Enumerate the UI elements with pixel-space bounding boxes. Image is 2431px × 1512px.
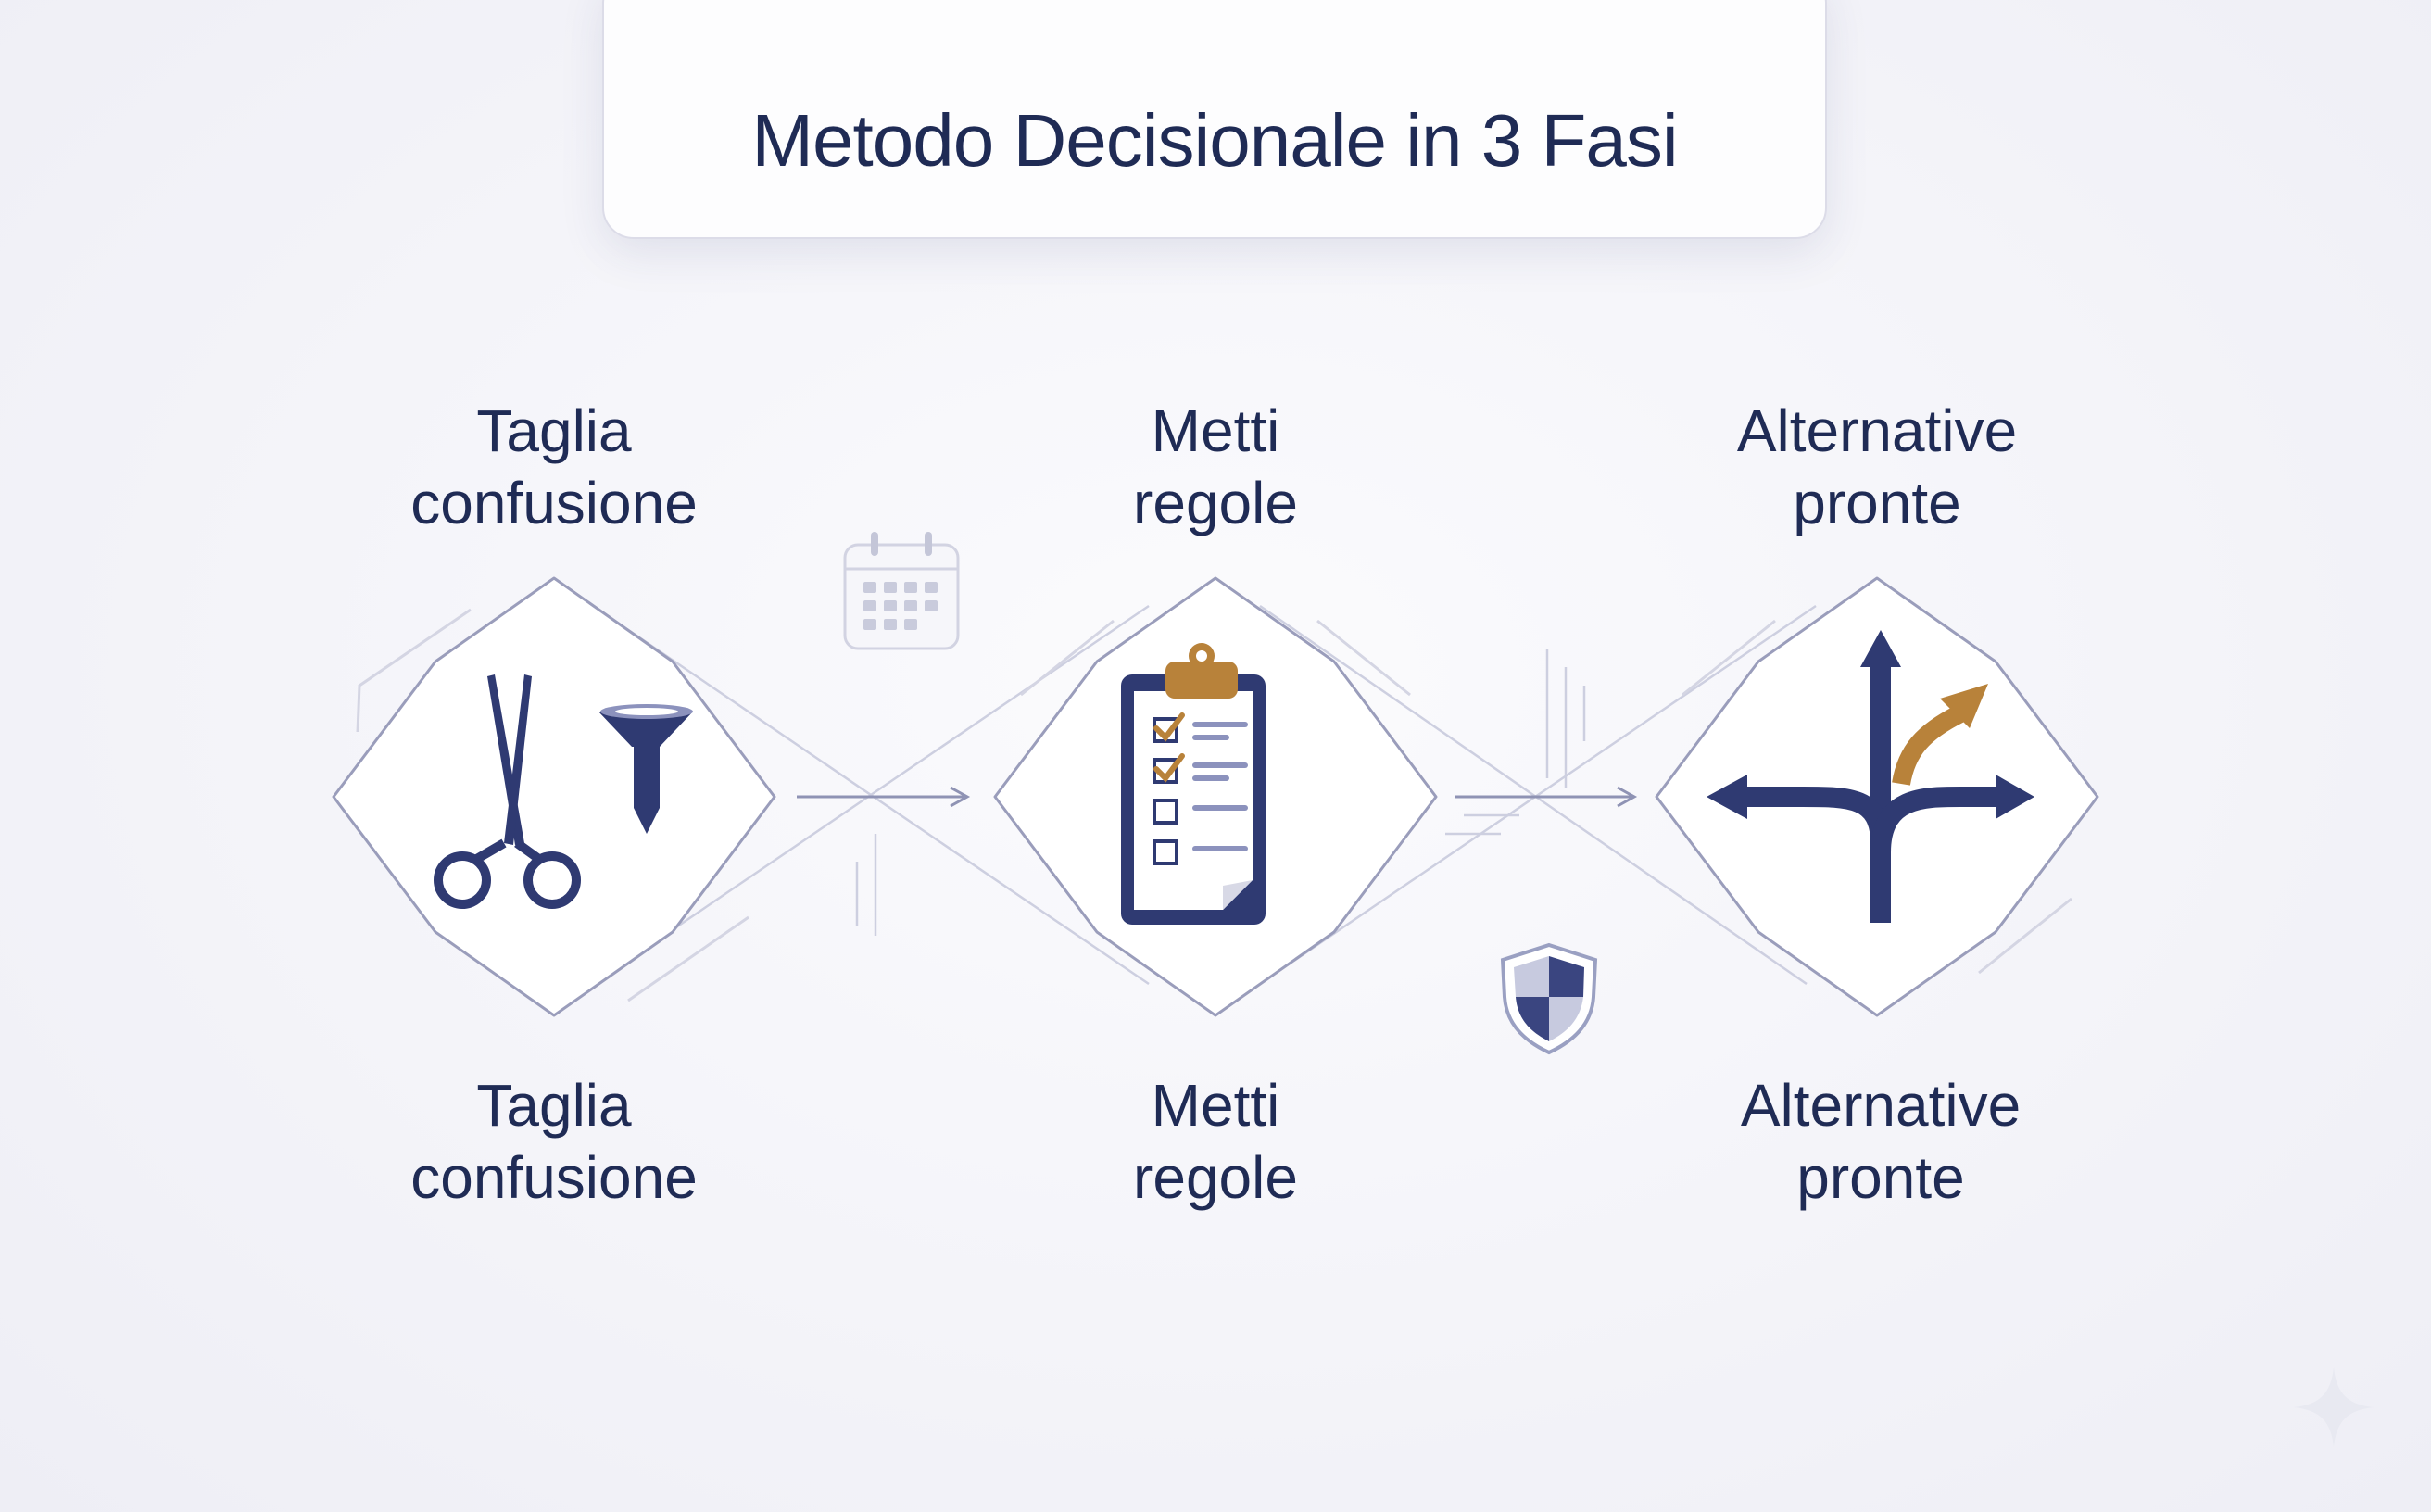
step-3-label-top: Alternative pronte (1599, 395, 2155, 539)
step-2-node (984, 565, 1447, 1028)
sparkle-icon (2294, 1367, 2374, 1447)
step-1-label-top-line-2: confusione (410, 470, 698, 536)
clipboard-checklist-icon (1121, 643, 1266, 925)
step-2-label-top: Metti regole (938, 395, 1493, 539)
step-3-label-bottom: Alternative pronte (1603, 1069, 2159, 1214)
step-3-label-bottom-line-2: pronte (1796, 1144, 1965, 1211)
step-2-label-bottom-line-1: Metti (1151, 1072, 1280, 1139)
shield-icon (1500, 942, 1598, 1055)
step-1-label-bottom-line-2: confusione (410, 1144, 698, 1211)
step-2-label-top-line-1: Metti (1151, 397, 1280, 464)
calendar-icon (843, 532, 960, 650)
step-2-label-top-line-2: regole (1133, 470, 1298, 536)
step-2-label-bottom: Metti regole (938, 1069, 1493, 1214)
step-1-node (322, 565, 786, 1028)
step-1-label-top-line-1: Taglia (476, 397, 632, 464)
step-1-label-bottom: Taglia confusione (276, 1069, 832, 1214)
page-title: Metodo Decisionale in 3 Fasi (751, 99, 1678, 182)
step-1-label-bottom-line-1: Taglia (476, 1072, 632, 1139)
step-1-label-top: Taglia confusione (276, 395, 832, 539)
title-card: Metodo Decisionale in 3 Fasi (602, 0, 1827, 239)
step-2-label-bottom-line-2: regole (1133, 1144, 1298, 1211)
step-3-label-top-line-1: Alternative (1736, 397, 2018, 464)
scissors-funnel-icon (434, 674, 693, 909)
step-3-label-bottom-line-1: Alternative (1740, 1072, 2022, 1139)
branching-arrows-icon (1707, 630, 2034, 923)
step-3-node (1645, 565, 2109, 1028)
step-3-label-top-line-2: pronte (1793, 470, 1961, 536)
